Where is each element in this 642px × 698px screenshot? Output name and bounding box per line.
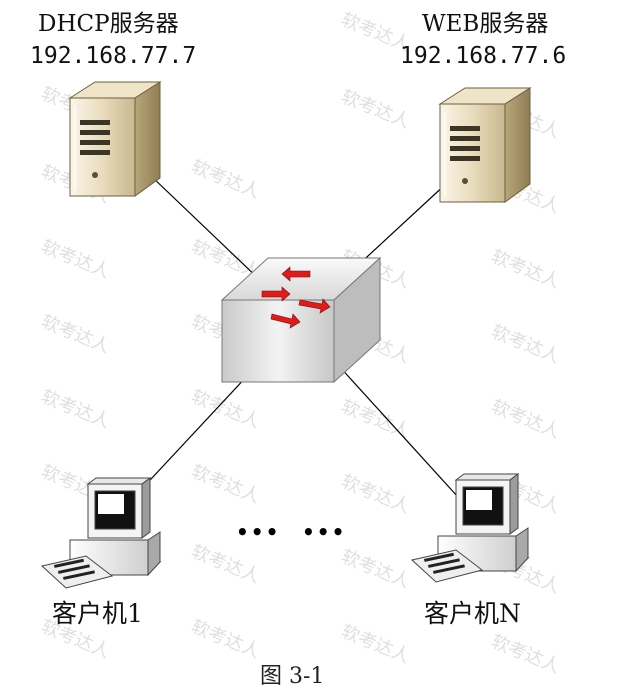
web-server-label: WEB服务器	[422, 11, 549, 37]
ellipsis-left: •••	[236, 520, 281, 544]
network-switch-icon	[220, 256, 382, 384]
switch-arrows	[261, 266, 331, 329]
dhcp-server-ip: 192.168.77.7	[30, 43, 197, 69]
client-computer-icon	[410, 473, 530, 583]
dhcp-server-label: DHCP服务器	[38, 11, 179, 37]
client-first-label: 客户机1	[52, 599, 143, 628]
ellipsis-right: •••	[302, 520, 347, 544]
link-dhcp-switch	[149, 174, 263, 283]
web-server-ip: 192.168.77.6	[400, 43, 567, 69]
dhcp-server-icon	[68, 81, 162, 197]
link-switch-clientN	[337, 364, 459, 498]
figure-caption: 图 3-1	[260, 664, 325, 689]
client-computer-icon	[40, 477, 162, 589]
web-server-icon	[438, 87, 532, 203]
client-last-label: 客户机N	[424, 599, 521, 628]
